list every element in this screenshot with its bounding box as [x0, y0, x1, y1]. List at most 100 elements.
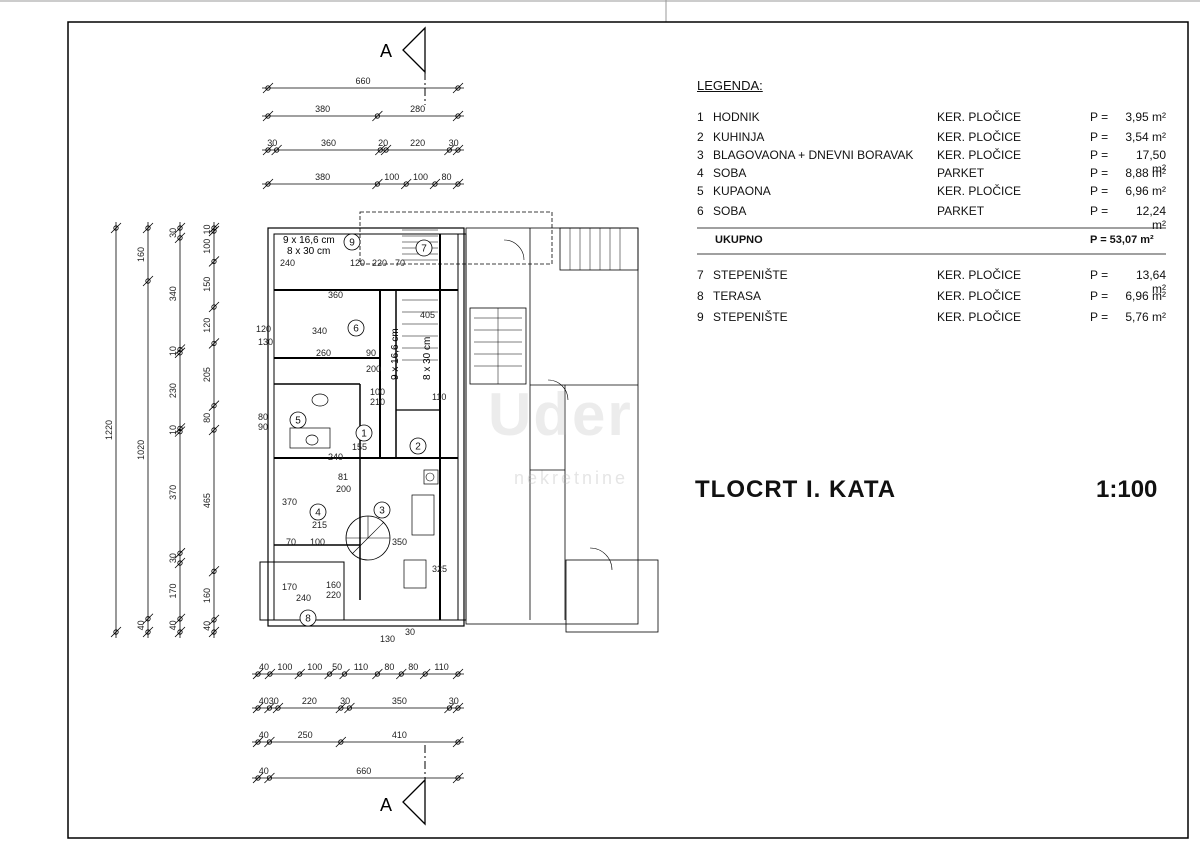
- legend-heading: LEGENDA:: [697, 78, 763, 93]
- svg-text:3: 3: [379, 506, 385, 517]
- dim-bottom-1-label: 110: [434, 662, 448, 672]
- dim-top-4-tick: [429, 178, 441, 190]
- legend-name: TERASA: [713, 289, 762, 303]
- dim-bottom-3-tick: [335, 736, 347, 748]
- legend-p: P =: [1090, 148, 1109, 162]
- dim-bottom-1-label: 40: [259, 662, 269, 672]
- dim-left-4-label: 10: [202, 225, 212, 235]
- legend-name: SOBA: [713, 204, 747, 218]
- inner-dim: 100: [370, 387, 385, 397]
- dim-left-4-label: 80: [202, 413, 212, 423]
- legend-p: P =: [1090, 204, 1109, 218]
- dim-bottom-1-label: 100: [307, 662, 322, 672]
- legend-name: SOBA: [713, 166, 747, 180]
- dim-left-4-tick: [208, 256, 220, 267]
- legend-area: 12,24 m²: [1135, 204, 1166, 232]
- legend-name: KUHINJA: [713, 130, 765, 144]
- inner-dim: 120: [350, 258, 365, 268]
- dim-left-4-tick: [208, 400, 220, 411]
- dim-left-3-label: 340: [168, 286, 178, 301]
- inner-dim: 240: [296, 593, 311, 603]
- dim-top-4-label: 380: [315, 172, 330, 182]
- inner-dim: 70: [286, 537, 296, 547]
- legend-area: 6,96 m²: [1125, 289, 1166, 303]
- dim-left-1-label: 1220: [104, 420, 114, 440]
- dim-bottom-4-label: 40: [259, 766, 269, 776]
- dim-bottom-4-tick: [452, 772, 464, 784]
- section-mark-bottom: A: [380, 745, 426, 826]
- room-marker-3: 3: [373, 501, 391, 519]
- room-marker-2: 2: [409, 437, 427, 455]
- legend-name: KUPAONA: [713, 184, 771, 198]
- dim-bottom-2-tick: [335, 702, 347, 714]
- dim-bottom-1-tick: [419, 668, 431, 680]
- inner-dim: 240: [328, 452, 343, 462]
- dim-left-4-label: 150: [202, 277, 212, 292]
- dim-top-1-tick: [452, 82, 464, 94]
- dim-left-4-label: 465: [202, 493, 212, 508]
- inner-dim: 170: [282, 582, 297, 592]
- dim-top-1-label: 660: [355, 76, 370, 86]
- dim-bottom-4-label: 660: [356, 766, 371, 776]
- dim-left-4-tick: [208, 614, 220, 626]
- inner-dim: 350: [392, 537, 407, 547]
- inner-dim: 200: [366, 364, 381, 374]
- inner-dim: 30: [405, 627, 415, 637]
- dim-bottom-1-tick: [339, 668, 350, 680]
- legend-p: P =: [1090, 110, 1109, 124]
- legend-area: 3,95 m²: [1125, 110, 1166, 124]
- room-marker-5: 5: [289, 411, 307, 429]
- dim-left-4-tick: [208, 222, 220, 234]
- dim-top-1-tick: [262, 82, 274, 94]
- section-mark-top: A: [380, 26, 426, 105]
- dim-top-4-label: 100: [413, 172, 428, 182]
- stair-label-2: 8 x 30 cm: [287, 246, 330, 257]
- dim-bottom-2-label: 30: [340, 696, 350, 706]
- legend-num: 8: [697, 289, 704, 303]
- dim-top-4-label: 80: [441, 172, 451, 182]
- room-marker-6: 6: [347, 319, 365, 337]
- legend-p: P =: [1090, 184, 1109, 198]
- dim-top-3-label: 20: [378, 138, 388, 148]
- dim-left-3-label: 10: [168, 425, 178, 435]
- dim-bottom-2-label: 30: [449, 696, 459, 706]
- room-marker-8: 8: [299, 609, 317, 627]
- dim-bottom-1-tick: [372, 668, 383, 680]
- inner-dim: 360: [328, 290, 343, 300]
- inner-dim: 220: [372, 258, 387, 268]
- dim-bottom-4-tick: [252, 772, 264, 784]
- stair-label-1: 9 x 16,6 cm: [283, 235, 335, 246]
- dim-left-3-label: 30: [168, 553, 178, 563]
- svg-text:7: 7: [421, 244, 427, 255]
- legend-total-value: P = 53,07 m²: [1090, 234, 1154, 246]
- svg-text:9: 9: [349, 238, 355, 249]
- dim-top-4-label: 100: [384, 172, 399, 182]
- dim-top-3-label: 30: [267, 138, 277, 148]
- legend-finish: KER. PLOČICE: [937, 130, 1022, 144]
- legend-name: BLAGOVAONA + DNEVNI BORAVAK: [713, 148, 914, 162]
- dim-top-2-tick: [452, 110, 464, 122]
- dim-top-4-tick: [372, 178, 383, 190]
- section-mark-label: A: [380, 795, 392, 815]
- dim-left-3-label: 230: [168, 383, 178, 398]
- dim-bottom-2-label: 30: [269, 696, 279, 706]
- dim-left-4-label: 120: [202, 318, 212, 333]
- dim-bottom-4-tick: [264, 772, 275, 784]
- dim-left-3-label: 170: [168, 583, 178, 598]
- dim-bottom-1-label: 100: [277, 662, 292, 672]
- dim-top-3-tick: [262, 144, 274, 156]
- dim-bottom-2-label: 40: [259, 696, 269, 706]
- dim-left-4-tick: [208, 626, 220, 638]
- dim-bottom-1-tick: [294, 668, 306, 680]
- dim-left-2-label: 40: [136, 620, 146, 630]
- dim-left-3-tick: [174, 547, 186, 559]
- dim-bottom-1-tick: [452, 668, 464, 680]
- inner-dim: 370: [282, 497, 297, 507]
- dim-top-4-tick: [400, 178, 412, 190]
- dim-bottom-1-label: 80: [408, 662, 418, 672]
- dim-top-2-label: 280: [410, 104, 425, 114]
- dim-top-3-tick: [271, 144, 282, 156]
- dim-bottom-2-label: 220: [302, 696, 317, 706]
- inner-dim: 90: [366, 348, 376, 358]
